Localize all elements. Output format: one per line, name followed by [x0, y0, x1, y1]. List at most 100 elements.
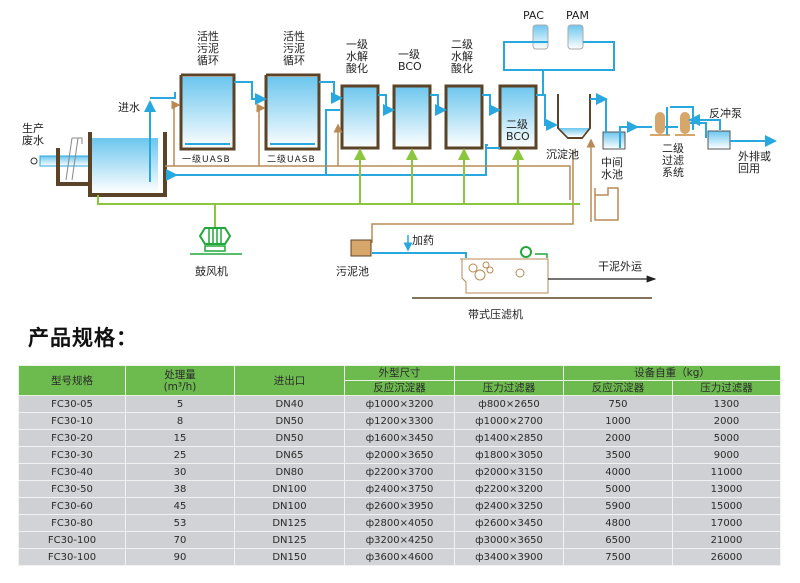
table-cell: FC30-05: [18, 395, 126, 413]
table-cell: FC30-10: [18, 412, 126, 430]
table-cell: 1300: [672, 395, 781, 413]
water-flow-lines: [144, 81, 777, 182]
table-cell: 750: [563, 395, 673, 413]
dosing-feed-line: [372, 252, 467, 258]
label-hydrolysis-1: 一级: [346, 38, 368, 51]
table-cell: 2000: [672, 412, 781, 430]
table-cell: 5900: [563, 497, 673, 515]
header-wt-filter: 压力过滤器: [672, 380, 781, 396]
table-cell: ф1600×3450: [344, 429, 455, 447]
table-cell: ф1000×3200: [344, 395, 455, 413]
hydrolysis-tank-1: [340, 84, 380, 150]
table-cell: ф2800×4050: [344, 514, 455, 532]
table-cell: 15: [125, 429, 235, 447]
table-cell: 17000: [672, 514, 781, 532]
label-pac: PAC: [523, 9, 544, 22]
section-title: 产品规格：: [28, 326, 138, 350]
table-cell: ф1200×3300: [344, 412, 455, 430]
table-cell: 5000: [563, 480, 673, 498]
uasb-tank-1: [179, 73, 236, 151]
header-dim-filter: 压力过滤器: [454, 380, 564, 396]
label-pam: PAM: [566, 9, 589, 22]
table-cell: DN100: [234, 480, 345, 498]
table-cell: ф2200×3700: [344, 463, 455, 481]
table-cell: FC30-20: [18, 429, 126, 447]
label-hydrolysis-2: 水解: [451, 49, 473, 63]
bco-tank-1: [392, 84, 432, 150]
table-cell: 6500: [563, 531, 673, 549]
label-hydrolysis-1: 酸化: [346, 61, 368, 75]
table-cell: FC30-100: [18, 548, 126, 566]
table-cell: 90: [125, 548, 235, 566]
label-inlet: 进水: [118, 101, 140, 114]
table-cell: DN50: [234, 429, 345, 447]
label-intermediate-tank: 水池: [601, 168, 623, 181]
label-sludge-recycle-1: 活性: [197, 29, 219, 43]
header-model: 型号规格: [18, 365, 126, 396]
table-cell: ф3000×3650: [454, 531, 564, 549]
dosing-lines: [503, 41, 615, 94]
table-cell: FC30-60: [18, 497, 126, 515]
table-cell: 70: [125, 531, 235, 549]
label-secondary-filter: 系统: [662, 166, 684, 179]
table-cell: 53: [125, 514, 235, 532]
table-cell: 4000: [563, 463, 673, 481]
uasb-tank-2: [264, 73, 321, 151]
table-cell: ф3400×3900: [454, 548, 564, 566]
blower-icon: [190, 227, 242, 255]
table-cell: ф2600×3450: [454, 514, 564, 532]
header-dimension-group: 外型尺寸: [344, 365, 455, 381]
label-uasb-1: 一级UASB: [182, 153, 231, 165]
table-cell: DN80: [234, 463, 345, 481]
table-cell: 7500: [563, 548, 673, 566]
table-cell: ф2200×3200: [454, 480, 564, 498]
table-cell: 45: [125, 497, 235, 515]
table-cell: ф2400×3250: [454, 497, 564, 515]
label-hydrolysis-2: 酸化: [451, 61, 473, 75]
table-cell: 5000: [672, 429, 781, 447]
label-sludge-recycle-2: 活性: [283, 29, 305, 43]
label-secondary-filter: 过滤: [662, 154, 684, 167]
header-weight-group: 设备自重（kg）: [563, 365, 781, 381]
table-cell: ф1400×2850: [454, 429, 564, 447]
label-sludge-recycle-2: 循环: [283, 54, 305, 67]
table-cell: ф2600×3950: [344, 497, 455, 515]
label-sludge-tank: 污泥池: [336, 265, 369, 278]
header-wt-reactor: 反应沉淀器: [563, 380, 673, 396]
label-intermediate-tank: 中间: [601, 156, 623, 169]
header-blank: [454, 365, 564, 381]
equalization-tank: [88, 132, 167, 197]
sedimentation-tank: [557, 94, 591, 139]
table-cell: 25: [125, 446, 235, 464]
table-cell: DN125: [234, 531, 345, 549]
hydrolysis-tank-2: [444, 84, 484, 150]
table-cell: 11000: [672, 463, 781, 481]
aeration-lines: [97, 148, 580, 228]
label-discharge: 回用: [738, 162, 760, 175]
table-cell: DN125: [234, 514, 345, 532]
label-hydrolysis-1: 水解: [346, 49, 368, 63]
header-capacity: 处理量(m³/h): [125, 365, 235, 396]
table-cell: ф2000×3150: [454, 463, 564, 481]
table-cell: DN65: [234, 446, 345, 464]
table-cell: DN100: [234, 497, 345, 515]
table-cell: FC30-100: [18, 531, 126, 549]
table-cell: 26000: [672, 548, 781, 566]
table-cell: ф2000×3650: [344, 446, 455, 464]
belt-press: [412, 246, 652, 299]
label-belt-press: 带式压滤机: [468, 307, 523, 321]
table-cell: ф3200×4250: [344, 531, 455, 549]
table-cell: 4800: [563, 514, 673, 532]
table-cell: 15000: [672, 497, 781, 515]
table-cell: 38: [125, 480, 235, 498]
label-sedimentation: 沉淀池: [546, 147, 579, 161]
table-cell: 30: [125, 463, 235, 481]
